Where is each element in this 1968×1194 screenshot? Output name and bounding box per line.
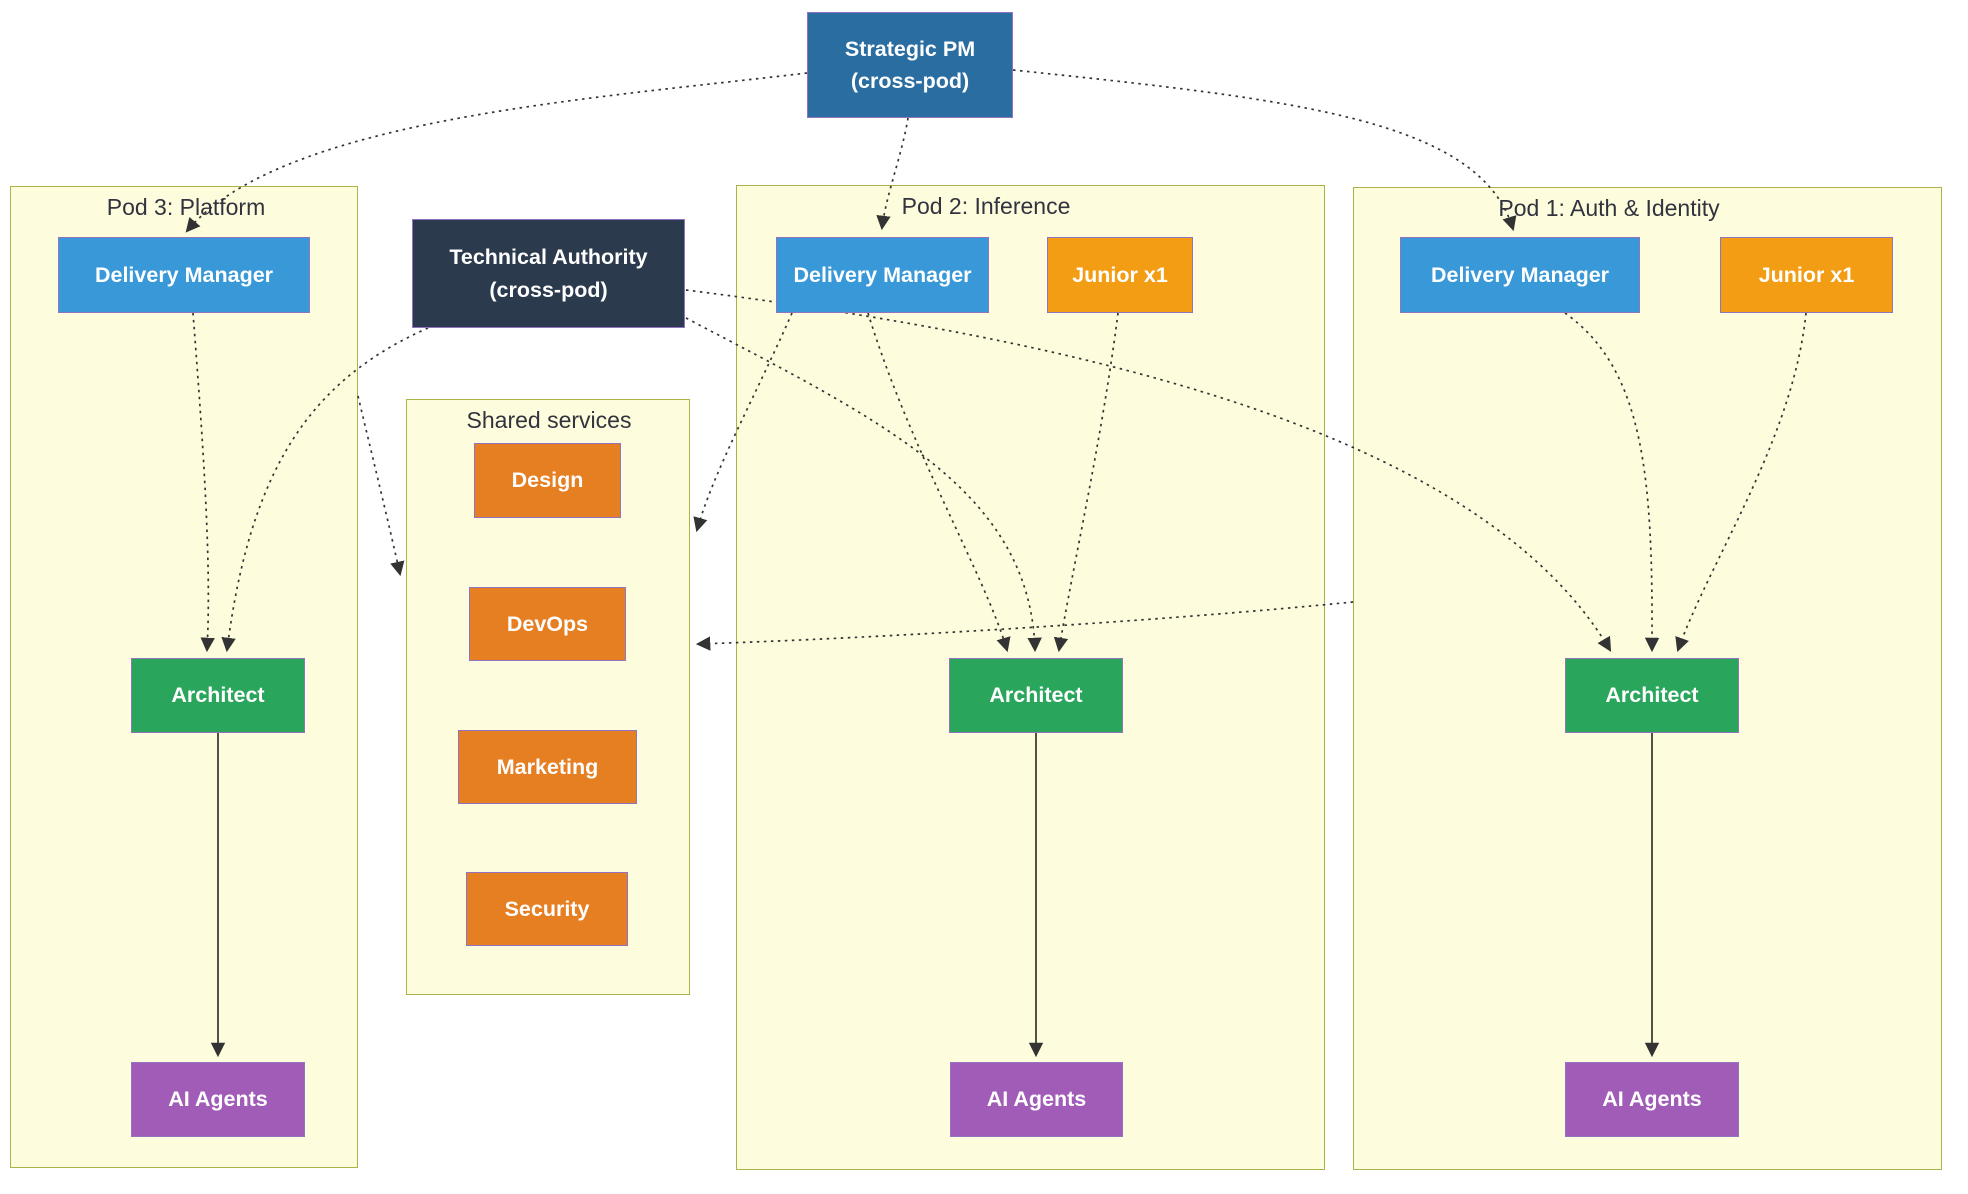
node-pod2-junior: Junior x1 — [1047, 237, 1193, 313]
node-strategic-pm: Strategic PM (cross-pod) — [807, 12, 1013, 118]
node-strategic-pm-line2: (cross-pod) — [850, 69, 970, 93]
node-pod3-ai-agents: AI Agents — [131, 1062, 305, 1137]
node-pod1-junior: Junior x1 — [1720, 237, 1893, 313]
node-pod1-ai-agents: AI Agents — [1565, 1062, 1739, 1137]
node-pod1-architect: Architect — [1565, 658, 1739, 733]
node-shared-devops: DevOps — [469, 587, 626, 661]
node-strategic-pm-line1: Strategic PM — [844, 36, 976, 61]
cluster-pod-2-title: Pod 2: Inference — [901, 193, 1071, 219]
node-pod3-architect: Architect — [131, 658, 305, 733]
node-shared-security: Security — [466, 872, 628, 946]
node-shared-design: Design — [474, 443, 621, 518]
edge-pod3-to-shared — [357, 395, 405, 577]
node-technical-authority: Technical Authority (cross-pod) — [412, 219, 685, 328]
cluster-pod-1-title: Pod 1: Auth & Identity — [1498, 195, 1720, 221]
node-pod2-ai-agents: AI Agents — [950, 1062, 1123, 1137]
cluster-pod-3-title: Pod 3: Platform — [106, 194, 266, 220]
node-technical-authority-line2: (cross-pod) — [489, 277, 608, 302]
node-shared-marketing: Marketing — [458, 730, 637, 804]
node-pod2-architect: Architect — [949, 658, 1123, 733]
node-pod3-delivery-manager: Delivery Manager — [58, 237, 310, 313]
node-pod2-delivery-manager: Delivery Manager — [776, 237, 989, 313]
node-technical-authority-line1: Technical Authority — [449, 245, 648, 270]
node-pod1-delivery-manager: Delivery Manager — [1400, 237, 1640, 313]
cluster-shared-services-title: Shared services — [466, 407, 632, 433]
